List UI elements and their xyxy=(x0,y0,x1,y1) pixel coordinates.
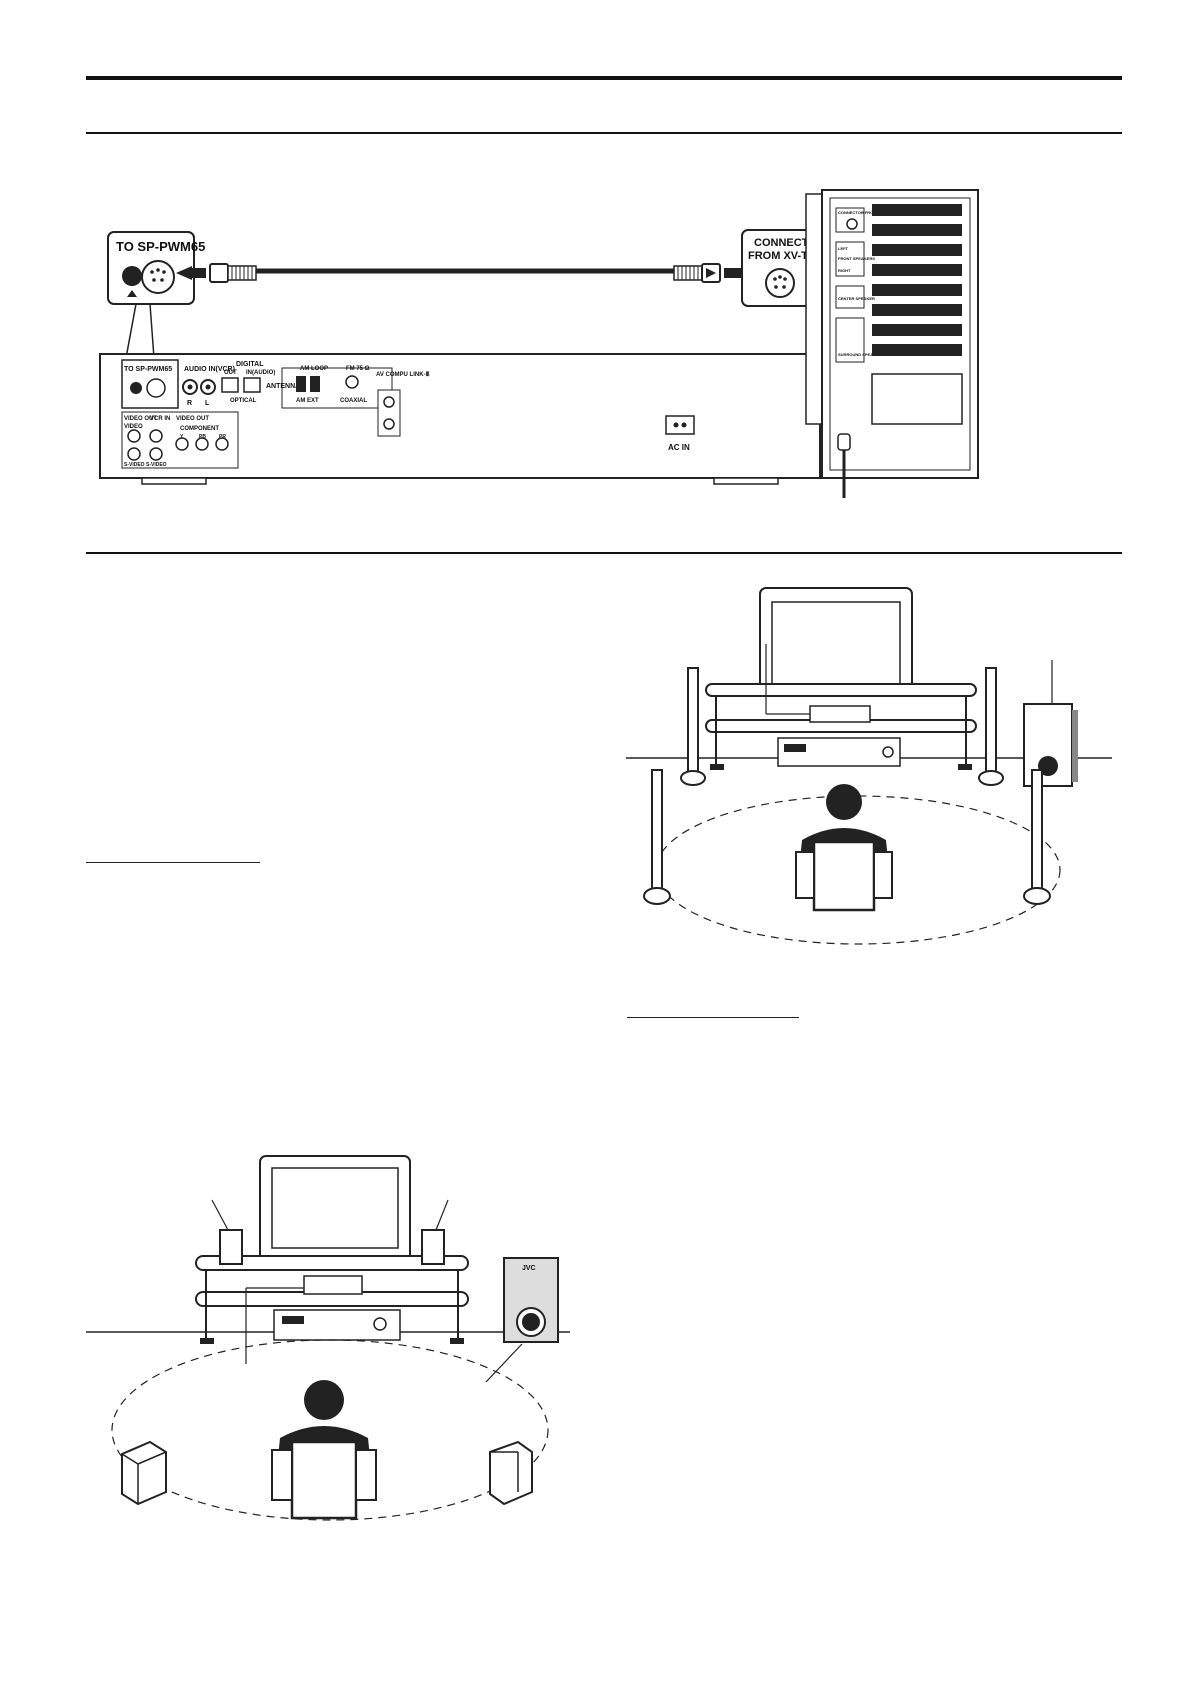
svg-text:FM 75 Ω: FM 75 Ω xyxy=(346,366,370,372)
dvd-receiver-rear-panel: TO SP-PWM65 AUDIO IN(VCR) R L DIGITAL OU… xyxy=(99,353,821,485)
front-speaker-left xyxy=(680,667,706,786)
left-subheading-underline xyxy=(86,862,260,863)
svg-text:RIGHT: RIGHT xyxy=(838,268,851,273)
surround-speaker-left xyxy=(643,769,671,905)
svg-text:Y: Y xyxy=(180,434,184,440)
svg-text:S-VIDEO: S-VIDEO xyxy=(146,462,167,468)
svg-text:CONNECTOR FROM XV-THM65: CONNECTOR FROM XV-THM65 xyxy=(838,210,898,215)
svg-text:VIDEO: VIDEO xyxy=(124,424,143,430)
svg-text:AM EXT: AM EXT xyxy=(296,398,319,404)
svg-text:PB: PB xyxy=(199,434,206,440)
svg-text:TO SP-PWM65: TO SP-PWM65 xyxy=(124,366,172,373)
svg-text:LEFT: LEFT xyxy=(838,246,849,251)
svg-text:S-VIDEO: S-VIDEO xyxy=(124,462,145,468)
svg-text:OUT: OUT xyxy=(224,370,237,376)
subwoofer xyxy=(1023,660,1078,787)
right-subheading-underline xyxy=(627,1017,799,1018)
svg-text:VIDEO OUT: VIDEO OUT xyxy=(176,416,209,422)
tv xyxy=(259,1155,411,1263)
svg-text:PR: PR xyxy=(219,434,226,440)
section-rule-1 xyxy=(86,132,1122,134)
svg-text:IN(AUDIO): IN(AUDIO) xyxy=(246,370,275,376)
surround-speaker-left xyxy=(121,1440,167,1506)
subwoofer-rear-panel: CONNECTOR FROM XV-THM65 FRONT SPEAKERS C… xyxy=(805,189,979,498)
subwoofer: JVC xyxy=(485,1257,559,1383)
svg-text:VCR IN: VCR IN xyxy=(150,416,170,422)
svg-text:AC IN: AC IN xyxy=(668,443,690,452)
svg-text:CENTER SPEAKER: CENTER SPEAKER xyxy=(838,296,875,301)
svg-text:AM LOOP: AM LOOP xyxy=(300,366,328,372)
cable xyxy=(209,263,721,283)
callout-to-sp-pwm65: TO SP-PWM65 xyxy=(107,231,205,305)
svg-text:L: L xyxy=(205,400,210,407)
svg-text:COAXIAL: COAXIAL xyxy=(340,398,367,404)
top-thick-rule xyxy=(86,76,1122,80)
svg-text:ANTENNA: ANTENNA xyxy=(266,383,300,390)
svg-text:R: R xyxy=(187,400,192,407)
connection-diagram: TO SP-PWM65 CONNECTOR FROM XV-THM65 xyxy=(99,189,979,498)
svg-text:TO SP-PWM65: TO SP-PWM65 xyxy=(116,239,205,254)
front-speaker-left xyxy=(211,1199,243,1265)
front-speaker-right xyxy=(978,667,1004,786)
tv xyxy=(759,587,913,697)
svg-text:SURROUND SPEAKERS: SURROUND SPEAKERS xyxy=(838,352,885,357)
svg-text:COMPONENT: COMPONENT xyxy=(180,426,219,432)
surround-speaker-right xyxy=(1023,769,1051,905)
svg-text:JVC: JVC xyxy=(522,1265,536,1272)
listener xyxy=(795,784,893,912)
svg-text:FRONT SPEAKERS: FRONT SPEAKERS xyxy=(838,256,875,261)
svg-text:AUDIO IN(VCR): AUDIO IN(VCR) xyxy=(184,366,235,373)
surround-speaker-right xyxy=(489,1440,533,1506)
front-speaker-right xyxy=(421,1199,449,1265)
svg-text:VIDEO OUT: VIDEO OUT xyxy=(124,416,157,422)
listener xyxy=(271,1380,377,1520)
room-layout-compact-speakers: JVC xyxy=(86,1155,570,1521)
svg-text:OPTICAL: OPTICAL xyxy=(230,398,257,404)
svg-text:AV COMPU LINK-Ⅲ: AV COMPU LINK-Ⅲ xyxy=(376,371,430,378)
rack xyxy=(705,683,977,770)
room-layout-tall-speakers xyxy=(626,587,1112,945)
svg-text:DIGITAL: DIGITAL xyxy=(236,361,264,368)
rack xyxy=(195,1255,469,1344)
section-rule-2 xyxy=(86,552,1122,554)
